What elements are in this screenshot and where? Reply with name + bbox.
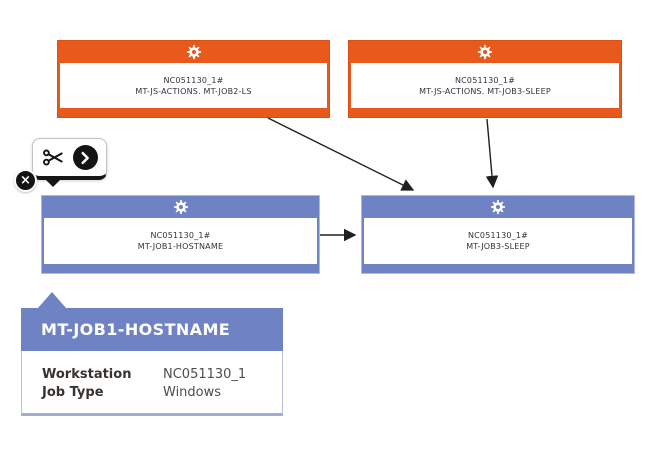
- node-label: NC051130_1# MT-JS-ACTIONS. MT-JOB2-LS: [60, 63, 327, 108]
- node-label: NC051130_1# MT-JOB3-SLEEP: [364, 218, 632, 264]
- edge-job3action-to-job3sleep: [485, 118, 499, 189]
- node-action-toolbar: [32, 138, 107, 187]
- node-workstation: NC051130_1#: [163, 75, 224, 85]
- node-workstation: NC051130_1#: [454, 75, 516, 85]
- job-node-mt-job3-sleep-action[interactable]: NC051130_1# MT-JS-ACTIONS. MT-JOB3-SLEEP: [348, 40, 622, 118]
- gear-icon: [186, 44, 202, 60]
- job-node-mt-job1-hostname[interactable]: NC051130_1# MT-JOB1-HOSTNAME: [41, 195, 320, 274]
- node-footer: [42, 264, 319, 273]
- tooltip-body: Workstation NC051130_1 Job Type Windows: [21, 351, 283, 416]
- tooltip-label: Workstation: [42, 367, 132, 382]
- node-footer: [362, 264, 634, 273]
- tooltip-label: Job Type: [42, 385, 104, 400]
- node-workstation: NC051130_1#: [467, 231, 529, 240]
- close-button[interactable]: ×: [14, 169, 37, 192]
- gear-icon: [173, 199, 189, 215]
- tooltip-value: NC051130_1: [163, 367, 247, 382]
- expand-dependencies-button[interactable]: [72, 145, 98, 170]
- gear-icon: [490, 199, 506, 215]
- edge-job2ls-to-job3sleep: [267, 117, 415, 191]
- toolbar-tail: [42, 176, 64, 187]
- tooltip-title: MT-JOB1-HOSTNAME: [21, 308, 283, 351]
- node-footer: [58, 108, 329, 117]
- node-header: [362, 196, 634, 218]
- tooltip-value: Windows: [163, 385, 222, 400]
- scissors-icon: [43, 149, 63, 166]
- tooltip-row-jobtype: Job Type Windows: [42, 384, 282, 402]
- node-label: NC051130_1# MT-JOB1-HOSTNAME: [44, 218, 317, 264]
- node-workstation: NC051130_1#: [150, 231, 211, 240]
- node-header: [58, 41, 329, 63]
- node-jobname: MT-JS-ACTIONS. MT-JOB2-LS: [135, 86, 252, 96]
- tooltip-pointer: [38, 292, 66, 308]
- node-jobname: MT-JS-ACTIONS. MT-JOB3-SLEEP: [419, 86, 551, 96]
- chevron-right-icon: [81, 151, 89, 164]
- gear-icon: [477, 44, 493, 60]
- cut-button[interactable]: [42, 146, 66, 170]
- node-jobname: MT-JOB1-HOSTNAME: [137, 242, 224, 251]
- job-node-mt-job2-ls[interactable]: NC051130_1# MT-JS-ACTIONS. MT-JOB2-LS: [57, 40, 330, 118]
- job-node-mt-job3-sleep[interactable]: NC051130_1# MT-JOB3-SLEEP: [361, 195, 635, 274]
- node-jobname: MT-JOB3-SLEEP: [466, 242, 530, 251]
- node-header: [349, 41, 621, 63]
- job-tooltip: MT-JOB1-HOSTNAME Workstation NC051130_1 …: [21, 292, 283, 416]
- node-footer: [349, 108, 621, 117]
- node-label: NC051130_1# MT-JS-ACTIONS. MT-JOB3-SLEEP: [351, 63, 619, 108]
- tooltip-row-workstation: Workstation NC051130_1: [42, 366, 282, 384]
- node-header: [42, 196, 319, 218]
